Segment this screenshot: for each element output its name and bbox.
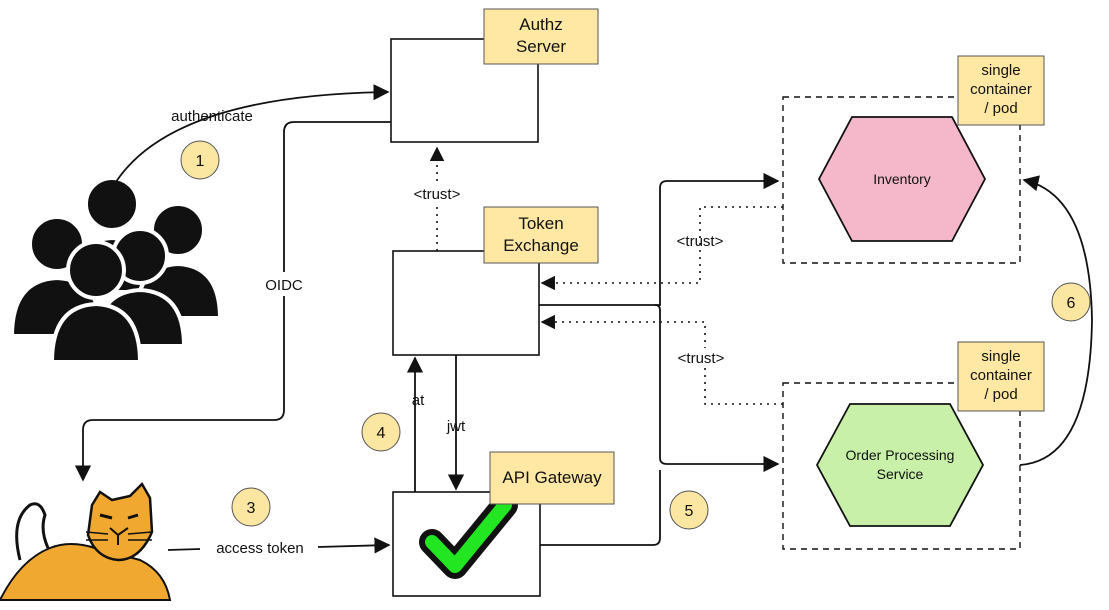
order-processing-service: Order Processing Service (815, 403, 985, 527)
pod-note-top: single container / pod (957, 55, 1045, 126)
pod-note-bottom: single container / pod (957, 341, 1045, 412)
trust-order-edge (540, 314, 783, 405)
svg-text:5: 5 (685, 503, 694, 520)
jwt-label: jwt (446, 418, 466, 435)
token-exchange-to-inventory-edge (539, 172, 780, 306)
svg-text:4: 4 (377, 425, 386, 442)
svg-text:6: 6 (1067, 295, 1076, 312)
inventory-service: Inventory (817, 116, 987, 242)
step-badge-1: 1 (180, 140, 220, 180)
authenticate-label: authenticate (171, 108, 253, 125)
svg-text:Authz: Authz (519, 15, 562, 34)
svg-text:/ pod: / pod (984, 386, 1017, 403)
users-group-icon (9, 176, 223, 364)
step-badge-3: 3 (231, 487, 271, 527)
svg-text:/ pod: / pod (984, 100, 1017, 117)
oidc-label: OIDC (265, 277, 303, 294)
svg-text:API Gateway: API Gateway (502, 468, 602, 487)
order-pod-container (782, 382, 1021, 550)
trust-authz-label: <trust> (414, 186, 461, 203)
svg-text:1: 1 (196, 153, 205, 170)
step-badge-5: 5 (669, 490, 709, 530)
trust-inventory-edge (540, 206, 783, 291)
token-exchange-box (392, 250, 540, 356)
checkmark-icon (419, 492, 518, 579)
svg-text:Service: Service (877, 466, 924, 482)
step-badge-6: 6 (1051, 282, 1091, 322)
authz-server-label: Authz Server (483, 8, 599, 65)
api-gateway-label: API Gateway (489, 451, 615, 505)
svg-text:Server: Server (516, 37, 566, 56)
access-token-label: access token (216, 540, 304, 557)
svg-text:container: container (970, 81, 1032, 98)
token-exchange-to-order-edge (654, 304, 780, 473)
svg-text:Inventory: Inventory (873, 171, 931, 187)
tomcat-icon (0, 481, 172, 601)
step-badge-4: 4 (361, 412, 401, 452)
svg-text:single: single (981, 348, 1020, 365)
trust-inventory-label: <trust> (677, 233, 724, 250)
order-to-inventory-edge (1019, 175, 1093, 466)
at-label: at (412, 392, 425, 409)
svg-text:3: 3 (247, 500, 256, 517)
gateway-to-services-edge (540, 470, 661, 546)
token-exchange-label: Token Exchange (483, 206, 599, 264)
svg-text:container: container (970, 367, 1032, 384)
oidc-edge (74, 121, 391, 482)
inventory-pod-container (782, 96, 1021, 264)
access-token-edge (167, 545, 389, 550)
svg-text:Order Processing: Order Processing (846, 447, 955, 463)
svg-text:Exchange: Exchange (503, 236, 579, 255)
svg-text:single: single (981, 62, 1020, 79)
trust-order-label: <trust> (678, 350, 725, 367)
svg-text:Token: Token (518, 214, 563, 233)
authenticate-edge (113, 84, 390, 186)
